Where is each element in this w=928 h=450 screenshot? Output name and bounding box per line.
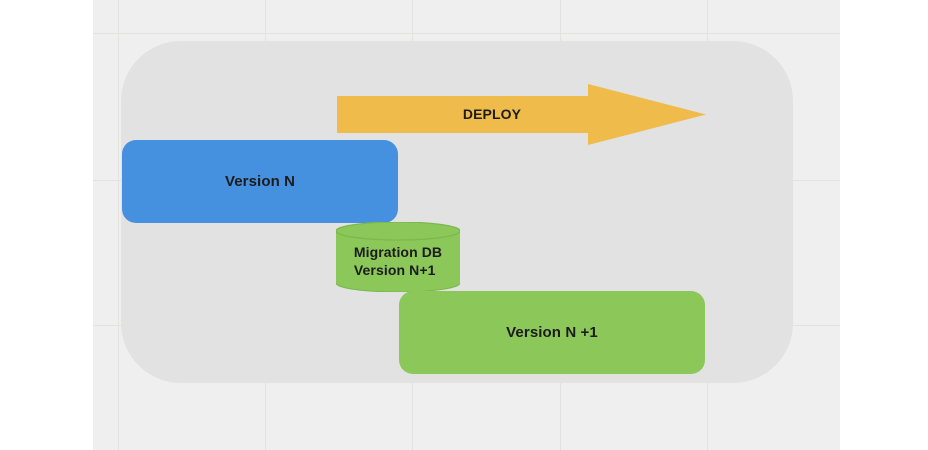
grid-line-vertical <box>118 0 119 450</box>
database-cylinder-icon <box>336 222 460 292</box>
node-migration-db-label: Migration DB Version N+1 <box>353 243 443 278</box>
node-version-n-plus-1[interactable]: Version N +1 <box>399 291 705 374</box>
deploy-arrow-icon <box>337 84 706 145</box>
deploy-arrow-label: DEPLOY <box>462 106 522 123</box>
grid-line-horizontal <box>93 33 840 34</box>
deploy-arrow: DEPLOY <box>337 84 706 145</box>
node-migration-db[interactable]: Migration DB Version N+1 <box>336 222 460 292</box>
node-version-n-label: Version N <box>224 172 296 190</box>
node-version-n[interactable]: Version N <box>122 140 398 223</box>
node-migration-db-label-wrap: Migration DB Version N+1 <box>336 230 460 292</box>
node-version-n-plus-1-label: Version N +1 <box>506 323 598 341</box>
